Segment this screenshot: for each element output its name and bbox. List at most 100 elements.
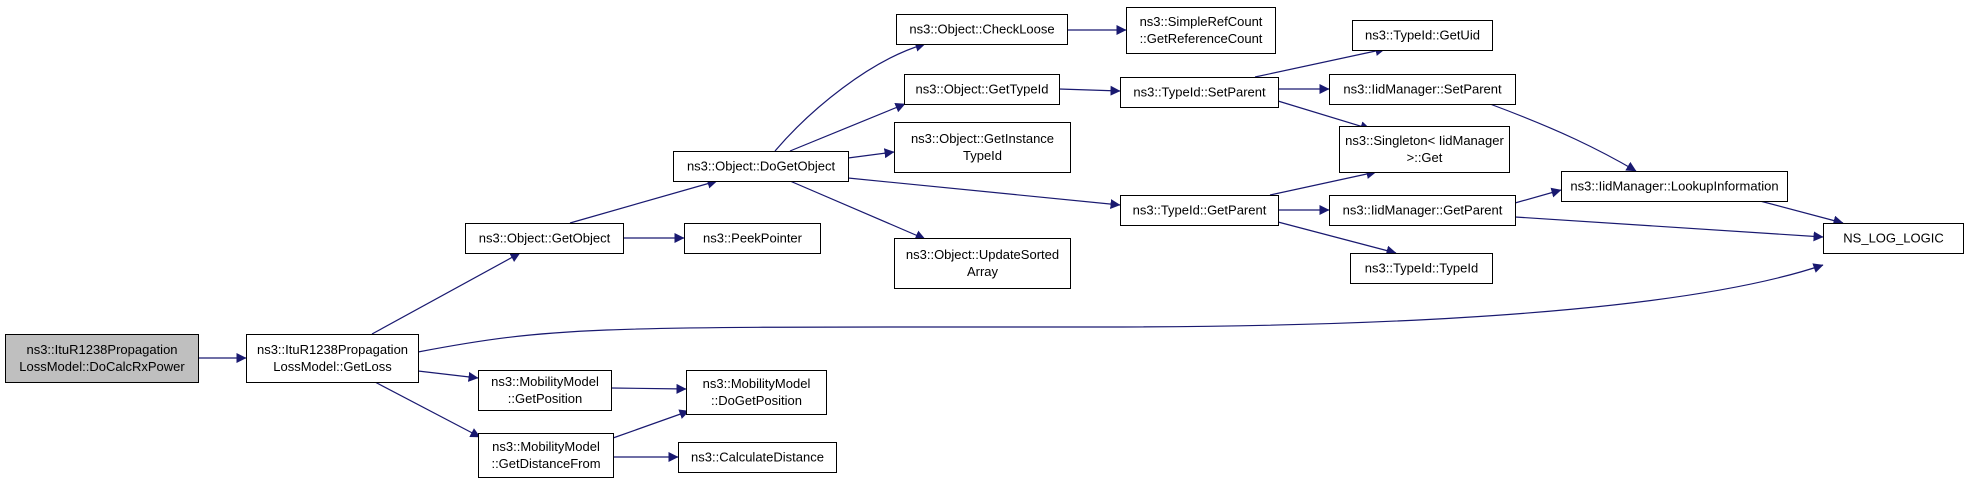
- edge-dogetobject-to-tid_getparent: [847, 177, 1121, 210]
- edge-tid_setparent-to-tid_getuid: [1254, 46, 1386, 78]
- edge-getobject-to-dogetobject: [569, 178, 718, 224]
- node-box[interactable]: [1352, 20, 1493, 51]
- edge-getposition-to-dogetposition: [610, 383, 687, 394]
- node-box[interactable]: [1329, 195, 1516, 226]
- node-box[interactable]: [894, 122, 1071, 173]
- node-label: ns3::MobilityModel: [491, 374, 599, 389]
- node-label: LossModel::GetLoss: [273, 359, 392, 374]
- nodes-layer: ns3::ItuR1238PropagationLossModel::DoCal…: [5, 7, 1964, 478]
- node-docalc[interactable]: ns3::ItuR1238PropagationLossModel::DoCal…: [5, 334, 199, 383]
- node-singleton_get[interactable]: ns3::Singleton< IidManager>::Get: [1339, 126, 1510, 173]
- edge-getloss-to-getposition: [417, 370, 479, 382]
- node-calcdistance[interactable]: ns3::CalculateDistance: [678, 442, 837, 473]
- node-label: ns3::Object::GetInstance: [911, 131, 1054, 146]
- node-label: ns3::IidManager::GetParent: [1343, 203, 1503, 218]
- node-box[interactable]: [1350, 253, 1493, 284]
- node-getposition[interactable]: ns3::MobilityModel::GetPosition: [478, 370, 612, 411]
- node-box[interactable]: [5, 334, 199, 383]
- node-label: ns3::SimpleRefCount: [1140, 14, 1263, 29]
- edge-iid_getparent-to-lookupinfo: [1514, 187, 1562, 204]
- edge-iid_getparent-to-ns_log_logic: [1514, 216, 1824, 242]
- node-iid_setparent[interactable]: ns3::IidManager::SetParent: [1329, 74, 1516, 105]
- edge-getloss-to-getdistancefrom: [374, 381, 481, 438]
- node-label: ns3::Object::GetTypeId: [916, 82, 1049, 97]
- node-label: Array: [967, 264, 999, 279]
- node-box[interactable]: [478, 433, 614, 478]
- node-dogetobject[interactable]: ns3::Object::DoGetObject: [673, 151, 849, 182]
- node-box[interactable]: [1120, 195, 1279, 226]
- node-label: ::DoGetPosition: [711, 393, 802, 408]
- node-iid_getparent[interactable]: ns3::IidManager::GetParent: [1329, 195, 1516, 226]
- edges-layer: [198, 25, 1844, 462]
- node-tid_setparent[interactable]: ns3::TypeId::SetParent: [1120, 77, 1279, 108]
- edge-iid_setparent-to-lookupinfo: [1489, 103, 1637, 172]
- node-tid_getparent[interactable]: ns3::TypeId::GetParent: [1120, 195, 1279, 226]
- node-label: ns3::ItuR1238Propagation: [26, 342, 177, 357]
- node-ns_log_logic[interactable]: NS_LOG_LOGIC: [1823, 223, 1964, 254]
- node-label: ::GetReferenceCount: [1140, 31, 1263, 46]
- node-label: TypeId: [963, 148, 1002, 163]
- node-box[interactable]: [894, 238, 1071, 289]
- node-dogetposition[interactable]: ns3::MobilityModel::DoGetPosition: [686, 370, 827, 415]
- node-gettypeid[interactable]: ns3::Object::GetTypeId: [904, 74, 1060, 105]
- node-label: ns3::Object::GetObject: [479, 231, 611, 246]
- node-box[interactable]: [1120, 77, 1279, 108]
- edge-tid_setparent-to-singleton_get: [1277, 100, 1371, 132]
- edge-dogetobject-to-checkloose: [774, 41, 926, 152]
- node-box[interactable]: [478, 370, 612, 411]
- node-getdistancefrom[interactable]: ns3::MobilityModel::GetDistanceFrom: [478, 433, 614, 478]
- node-label: ns3::Object::DoGetObject: [687, 159, 836, 174]
- node-label: ns3::MobilityModel: [703, 376, 811, 391]
- node-box[interactable]: [1126, 7, 1276, 54]
- node-lookupinfo[interactable]: ns3::IidManager::LookupInformation: [1561, 171, 1788, 202]
- node-label: ns3::Object::CheckLoose: [909, 22, 1054, 37]
- node-label: NS_LOG_LOGIC: [1843, 231, 1943, 246]
- node-tid_typeid[interactable]: ns3::TypeId::TypeId: [1350, 253, 1493, 284]
- node-box[interactable]: [1561, 171, 1788, 202]
- node-box[interactable]: [465, 223, 624, 254]
- node-label: ns3::Singleton< IidManager: [1345, 133, 1504, 148]
- node-box[interactable]: [684, 223, 821, 254]
- edge-dogetobject-to-getinstancetypeid: [847, 148, 895, 159]
- node-box[interactable]: [904, 74, 1060, 105]
- node-peekpointer[interactable]: ns3::PeekPointer: [684, 223, 821, 254]
- node-box[interactable]: [673, 151, 849, 182]
- node-box[interactable]: [1823, 223, 1964, 254]
- node-box[interactable]: [686, 370, 827, 415]
- edge-lookupinfo-to-ns_log_logic: [1759, 200, 1844, 226]
- node-box[interactable]: [1329, 74, 1516, 105]
- node-box[interactable]: [1339, 126, 1510, 173]
- node-getloss[interactable]: ns3::ItuR1238PropagationLossModel::GetLo…: [246, 334, 419, 383]
- edge-getdistancefrom-to-dogetposition: [612, 409, 690, 439]
- node-getrefcount[interactable]: ns3::SimpleRefCount::GetReferenceCount: [1126, 7, 1276, 54]
- node-label: >::Get: [1407, 150, 1443, 165]
- node-label: ::GetDistanceFrom: [491, 456, 600, 471]
- edge-dogetobject-to-gettypeid: [789, 102, 906, 152]
- node-checkloose[interactable]: ns3::Object::CheckLoose: [896, 14, 1068, 45]
- node-label: ns3::CalculateDistance: [691, 450, 824, 465]
- node-label: LossModel::DoCalcRxPower: [19, 359, 185, 374]
- node-label: ns3::TypeId::TypeId: [1365, 261, 1478, 276]
- node-label: ns3::TypeId::SetParent: [1133, 85, 1266, 100]
- node-label: ns3::Object::UpdateSorted: [906, 247, 1059, 262]
- edge-getloss-to-ns_log_logic: [417, 263, 1824, 353]
- node-label: ns3::ItuR1238Propagation: [257, 342, 408, 357]
- edge-tid_getparent-to-tid_typeid: [1277, 221, 1397, 256]
- node-getobject[interactable]: ns3::Object::GetObject: [465, 223, 624, 254]
- node-box[interactable]: [246, 334, 419, 383]
- node-label: ::GetPosition: [508, 391, 582, 406]
- node-label: ns3::TypeId::GetUid: [1365, 28, 1480, 43]
- node-label: ns3::IidManager::LookupInformation: [1570, 179, 1778, 194]
- node-box[interactable]: [678, 442, 837, 473]
- node-box[interactable]: [896, 14, 1068, 45]
- node-label: ns3::TypeId::GetParent: [1133, 203, 1267, 218]
- edge-getloss-to-getobject: [371, 252, 521, 335]
- edge-dogetobject-to-updatesorted: [789, 180, 926, 240]
- node-label: ns3::MobilityModel: [492, 439, 600, 454]
- edge-tid_getparent-to-singleton_get: [1269, 169, 1377, 196]
- node-tid_getuid[interactable]: ns3::TypeId::GetUid: [1352, 20, 1493, 51]
- edge-gettypeid-to-tid_setparent: [1058, 85, 1121, 96]
